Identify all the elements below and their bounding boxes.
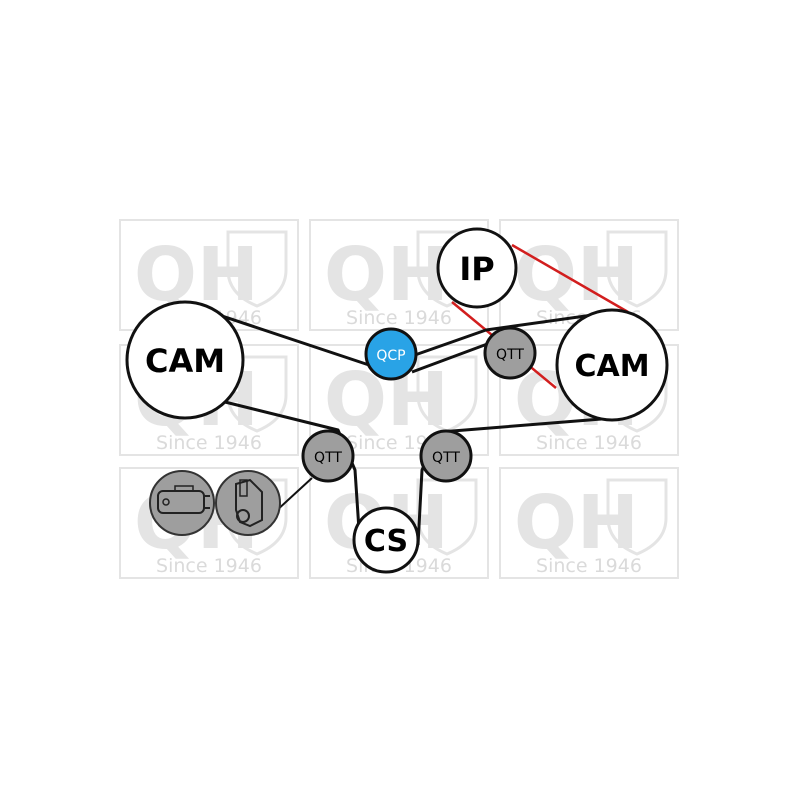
ip-label: IP [459, 250, 494, 288]
pulley-cam-right: CAM [555, 308, 669, 422]
qtt-top-right-circle [483, 326, 537, 380]
qcp-label: QCP [376, 348, 405, 364]
pulley-qcp: QCP [364, 327, 418, 381]
qtt-right-label: QTT [432, 450, 460, 466]
watermark-tagline: Since 1946 [536, 555, 642, 577]
watermark-logo: QH [514, 480, 639, 566]
idler-qtt-left: QTT [301, 429, 355, 483]
watermark-logo: QH [514, 232, 639, 318]
watermark-border [499, 467, 679, 579]
cam-right-label: CAM [574, 349, 649, 384]
qtt-left-label: QTT [314, 450, 342, 466]
tensioner-link [274, 477, 313, 513]
ip-circle [436, 227, 518, 309]
shield-dragon-icon [606, 478, 668, 556]
pulley-cs: CS [352, 506, 420, 574]
watermark-tagline: Since 1946 [536, 432, 642, 454]
tensioner-damper-icon-bg [149, 470, 215, 536]
pulley-ip: IP [436, 227, 518, 309]
cs-circle [352, 506, 420, 574]
qtt-right-circle [419, 429, 473, 483]
watermark-border [309, 467, 489, 579]
secondary-belt-top-run [511, 243, 629, 314]
timing-belt-segment [411, 341, 491, 374]
idler-qtt-top-right: QTT [483, 326, 537, 380]
watermark-border [119, 467, 299, 579]
watermark-tagline: Since 1946 [156, 555, 262, 577]
cam-right-circle [555, 308, 669, 422]
tensioner-arm-icon-bg [215, 470, 281, 536]
qcp-circle [364, 327, 418, 381]
qtt-top-right-label: QTT [496, 347, 524, 363]
shield-dragon-icon [226, 355, 288, 433]
shield-dragon-icon [226, 230, 288, 308]
cam-left-label: CAM [145, 342, 225, 380]
qtt-left-circle [301, 429, 355, 483]
pulley-cam-left: CAM [125, 300, 245, 420]
idler-qtt-right: QTT [419, 429, 473, 483]
watermark-tagline: Since 1946 [156, 432, 262, 454]
watermark-tagline: Since 1946 [346, 307, 452, 329]
cam-left-circle [125, 300, 245, 420]
shield-dragon-icon [606, 230, 668, 308]
tensioner-arm-icon [215, 470, 281, 536]
watermark-logo: QH [324, 232, 449, 318]
cs-label: CS [364, 524, 408, 559]
tensioner-damper-icon [149, 470, 215, 536]
